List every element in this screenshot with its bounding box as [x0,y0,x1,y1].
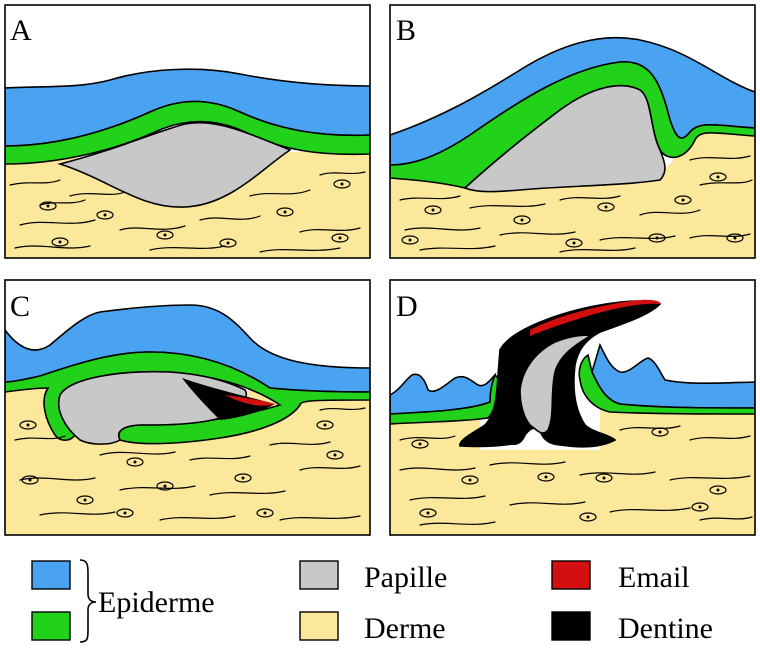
derme-region [390,130,755,258]
derme-cells [19,420,344,518]
papille-region [463,84,666,193]
derme-cells [411,427,727,522]
legend-label-papille: Papille [364,561,447,594]
legend-swatch-dentine [551,611,591,641]
panel-a: A [4,4,371,259]
panel-d-letter: D [396,290,418,323]
legend-swatch-email [551,560,591,590]
email-layer [530,299,661,336]
derme-cells [39,179,351,248]
legend-label-epiderme: Epiderme [98,586,215,619]
legend-label-dentine: Dentine [618,612,713,645]
legend-brace [79,559,97,643]
epiderme-inner-layer [5,100,370,165]
panel-c: C [4,279,371,536]
derme-fibers [399,155,753,253]
derme-cells [401,172,744,248]
legend-swatch-derme [299,611,339,641]
dentine-layer [182,378,275,420]
panel-b: B [389,4,756,259]
legend-label-derme: Derme [364,612,446,645]
derme-fibers [399,425,753,526]
legend-swatch-papille [299,560,339,590]
panel-c-letter: C [10,290,30,323]
legend-swatch-epiderme-outer [31,560,71,590]
email-layer [225,395,275,406]
derme-fibers [14,407,366,521]
panel-d: D [389,279,756,536]
derme-fibers [9,171,366,253]
papille-region [519,334,592,434]
panel-a-letter: A [10,14,32,47]
panel-b-letter: B [396,14,416,47]
legend: Epiderme Papille Derme Email Dentine [31,559,713,645]
derme-region [390,405,755,535]
papille-region [57,121,292,208]
legend-swatch-epiderme-inner [31,611,71,641]
legend-label-email: Email [618,561,690,594]
